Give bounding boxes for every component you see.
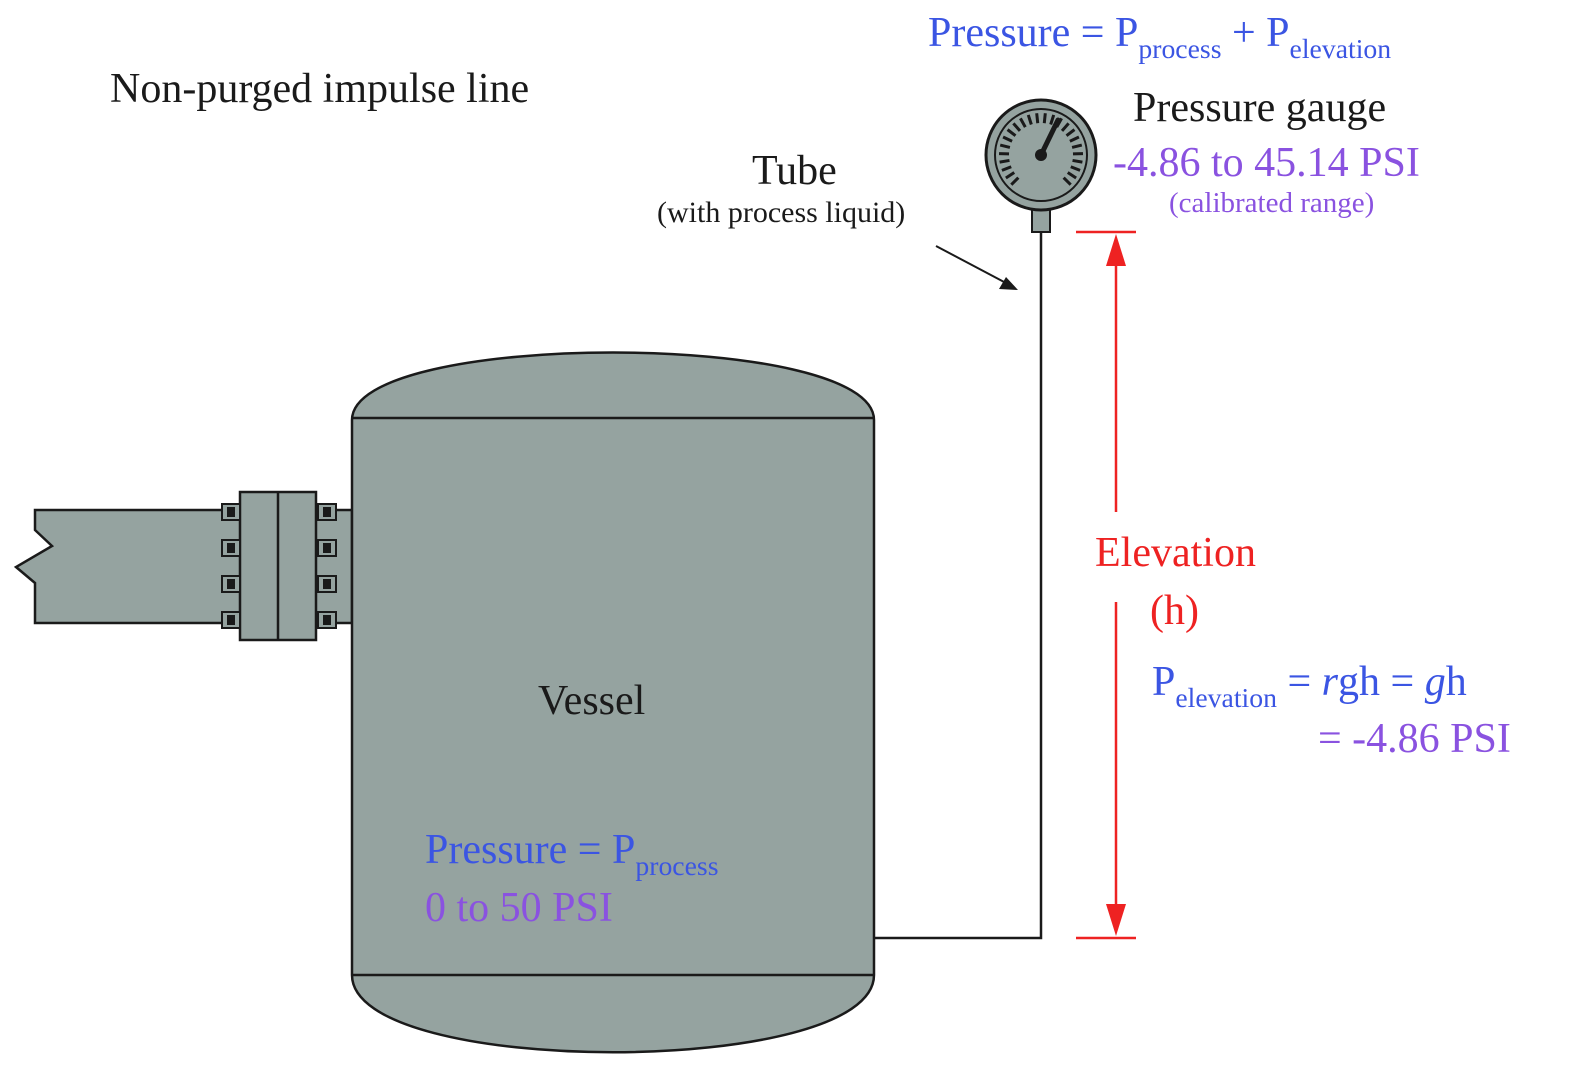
gauge-tick [1049, 114, 1056, 125]
gauge-tick [999, 158, 1010, 164]
gauge-pressure-formula: Pressure = Pprocess + Pelevation [928, 10, 1392, 64]
gauge-tick [1042, 113, 1047, 124]
elevation-symbol: (h) [1150, 588, 1199, 634]
gauge-tick [1019, 117, 1027, 128]
elevation-pressure-formula: Pelevation = rgh = gh [1152, 659, 1467, 713]
bolt-nut [323, 615, 331, 625]
gauge-tick [1062, 176, 1072, 186]
elevation-dimension [1076, 230, 1136, 940]
gauge-tick [1060, 122, 1070, 132]
bolt-nut [227, 579, 235, 589]
gauge-tick [999, 143, 1011, 149]
bolt-nut [323, 543, 331, 553]
gauge-label: Pressure gauge [1133, 85, 1387, 131]
bolt-nut [227, 507, 235, 517]
bolt-nut [323, 579, 331, 589]
gauge-tick [1035, 113, 1040, 124]
gauge-calibrated-range: -4.86 to 45.14 PSI [1113, 140, 1420, 186]
gauge-tick [1012, 122, 1022, 132]
vessel-pressure-formula: Pressure = Pprocess [425, 827, 719, 881]
gauge-tick [1072, 158, 1083, 164]
vessel-pressure-range: 0 to 50 PSI [425, 885, 613, 931]
vessel-label: Vessel [538, 678, 646, 724]
impulse-tube [874, 232, 1043, 940]
pressure-gauge [984, 98, 1098, 233]
gauge-tick [1070, 165, 1081, 172]
gauge-tick [1069, 135, 1080, 143]
bolt-nut [227, 615, 235, 625]
flange-bolts [221, 503, 337, 629]
gauge-tick [1071, 143, 1083, 149]
gauge-tick [1026, 114, 1033, 125]
elevation-label: Elevation [1095, 530, 1256, 576]
bolt-nut [227, 543, 235, 553]
gauge-tick [1006, 128, 1017, 137]
gauge-tick [1002, 135, 1013, 143]
bolt-nut [323, 507, 331, 517]
gauge-tick [1065, 128, 1076, 137]
gauge-tick [1010, 176, 1020, 186]
gauge-tick [1001, 165, 1012, 172]
tube-pointer-arrow [935, 245, 1007, 284]
elevation-pressure-result: = -4.86 PSI [1318, 716, 1511, 762]
gauge-range-note: (calibrated range) [1169, 187, 1375, 219]
gauge-tick [1005, 171, 1016, 180]
tube-sublabel: (with process liquid) [657, 196, 906, 229]
pipe-flange [238, 490, 318, 642]
tube-pointer-arrowhead [999, 277, 1018, 290]
tube-label: Tube [752, 148, 837, 194]
gauge-tick [1066, 171, 1077, 180]
diagram-title: Non-purged impulse line [110, 66, 530, 112]
